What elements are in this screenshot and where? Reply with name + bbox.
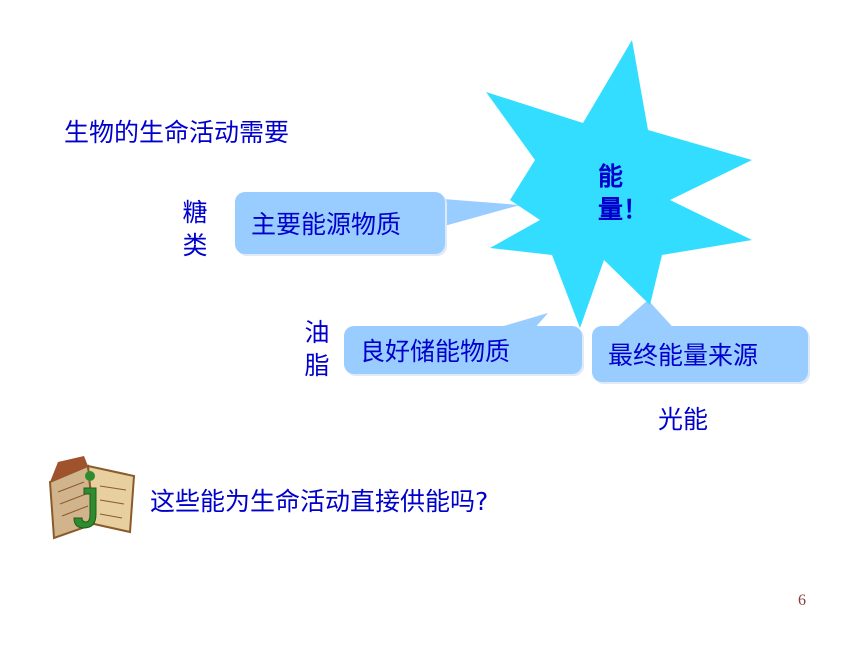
- label-sugar: 糖 类: [180, 196, 210, 262]
- burst-text: 能 量！: [598, 160, 648, 226]
- box-energy-storage: 良好储能物质: [344, 326, 582, 374]
- label-fat: 油 脂: [302, 316, 332, 382]
- burst-line-1: 能: [598, 162, 624, 191]
- energy-starburst: [486, 40, 752, 328]
- label-sugar-char-2: 类: [182, 231, 208, 260]
- label-fat-char-2: 脂: [304, 351, 330, 380]
- label-sugar-char-1: 糖: [182, 198, 208, 227]
- label-fat-char-1: 油: [304, 318, 330, 347]
- light-energy-label: 光能: [658, 405, 709, 434]
- callout-tail-sugar: [430, 198, 520, 230]
- slide-title: 生物的生命活动需要: [64, 118, 290, 147]
- burst-line-2: 量！: [598, 195, 649, 224]
- question-text: 这些能为生命活动直接供能吗?: [150, 487, 489, 516]
- box-ultimate-source: 最终能量来源: [592, 326, 808, 382]
- box-main-energy-source: 主要能源物质: [235, 192, 445, 254]
- info-book-icon: [48, 456, 136, 540]
- page-number: 6: [798, 592, 806, 609]
